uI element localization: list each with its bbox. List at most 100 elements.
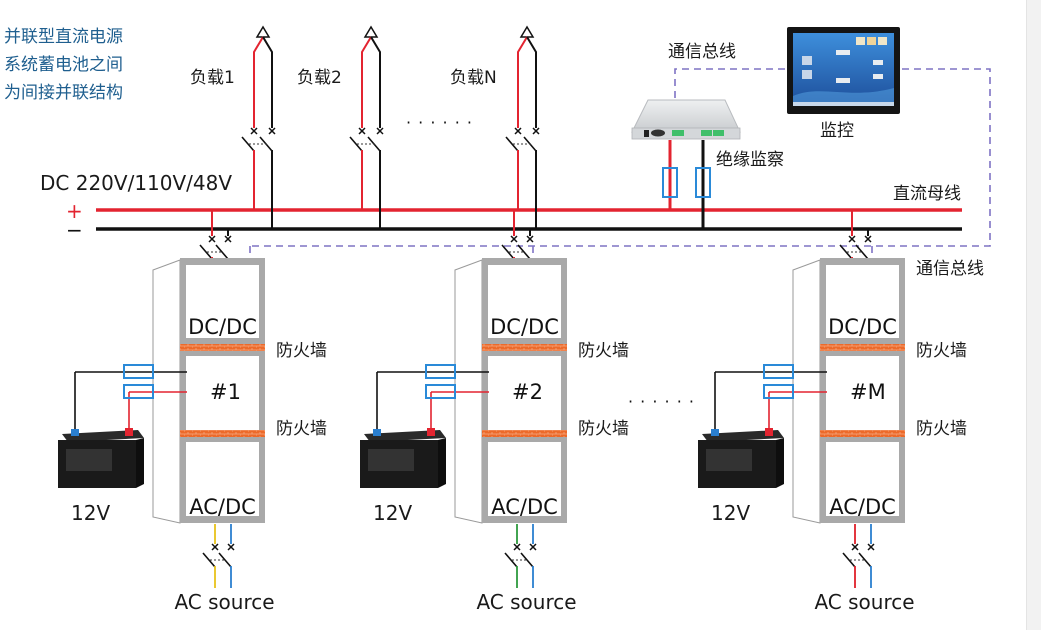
battery-label-plate [66, 449, 112, 471]
load-ellipsis: · · · · · · [406, 113, 473, 132]
battery-positive-terminal [427, 428, 435, 436]
firewall-icon [180, 344, 265, 351]
ac-source-label: AC source [476, 590, 576, 614]
breaker-switch-icon [349, 127, 384, 152]
breaker-switch-icon [202, 543, 235, 568]
ac-source-label: AC source [814, 590, 914, 614]
breaker-blade [520, 552, 534, 568]
load-branch [241, 25, 276, 229]
breaker-switch-icon [504, 543, 537, 568]
battery-top [364, 430, 446, 442]
insulation-monitor-device [631, 99, 741, 140]
load-terminal-icon [519, 25, 535, 38]
acdc-module [488, 442, 561, 516]
load-positive-wire [361, 36, 372, 128]
acdc-label: AC/DC [189, 495, 256, 519]
breaker-x-mark [514, 127, 522, 135]
battery-positive-terminal [125, 428, 133, 436]
breaker-switch-icon [501, 235, 534, 260]
insulation-monitor-label: 绝缘监察 [716, 150, 784, 170]
breaker-blade [501, 244, 515, 260]
fuse-icon [763, 364, 794, 379]
fuse-icon [425, 384, 456, 399]
dcdc-label: DC/DC [490, 315, 559, 339]
acdc-module [186, 442, 259, 516]
battery-icon [58, 428, 144, 488]
battery-voltage-label: 12V [711, 501, 750, 525]
battery-top [62, 430, 144, 442]
unit-id-label: #1 [210, 380, 241, 404]
battery-negative-terminal [711, 429, 719, 436]
breaker-switch-icon [241, 127, 276, 152]
positive-symbol: + [66, 199, 83, 223]
breaker-switch-icon [842, 543, 875, 568]
breaker-blade [517, 244, 531, 260]
battery-side [136, 438, 144, 488]
fuse-icon [763, 384, 794, 399]
battery-side [438, 438, 446, 488]
title-line-1: 并联型直流电源 [4, 27, 123, 47]
monitor-screen [787, 27, 900, 114]
unit-id-label: #M [850, 380, 886, 404]
load-negative-wire [370, 36, 381, 128]
dc-bus-label: 直流母线 [893, 184, 961, 204]
acdc-label: AC/DC [491, 495, 558, 519]
fuse-icon [425, 364, 456, 379]
breaker-x-mark [529, 543, 537, 551]
diagram-title: 并联型直流电源 系统蓄电池之间 为间接并联结构 [4, 27, 123, 103]
battery-voltage-label: 12V [71, 501, 110, 525]
load-label-1: 负载1 [190, 68, 235, 88]
load-terminal-icon [255, 25, 271, 38]
firewall-label: 防火墙 [578, 419, 629, 439]
firewall-label: 防火墙 [276, 419, 327, 439]
ac-source-label: AC source [174, 590, 274, 614]
battery-label-plate [706, 449, 752, 471]
breaker-x-mark [250, 127, 258, 135]
battery-positive-terminal [765, 428, 773, 436]
load-branch [349, 25, 384, 229]
battery-icon [698, 428, 784, 488]
loads [241, 25, 540, 229]
fuse-icon [123, 384, 154, 399]
battery-icon [360, 428, 446, 488]
breaker-x-mark [532, 127, 540, 135]
battery-side [776, 438, 784, 488]
breaker-x-mark [864, 235, 872, 243]
load-label-n: 负载N [450, 68, 497, 88]
dcdc-module [488, 265, 561, 338]
bus-voltage-label: DC 220V/110V/48V [40, 171, 232, 195]
negative-symbol: − [66, 218, 83, 242]
firewall-icon [820, 344, 905, 351]
dcdc-module [186, 265, 259, 338]
load-terminal-icon [363, 25, 379, 38]
fuse-icon [123, 364, 154, 379]
breaker-blade [202, 552, 216, 568]
battery-voltage-label: 12V [373, 501, 412, 525]
breaker-blade [839, 244, 853, 260]
breaker-blade [241, 136, 255, 152]
battery-label-plate [368, 449, 414, 471]
breaker-blade [842, 552, 856, 568]
unit-id-label: #2 [512, 380, 543, 404]
breaker-x-mark [526, 235, 534, 243]
breaker-blade [215, 244, 229, 260]
battery-top [702, 430, 784, 442]
breaker-x-mark [224, 235, 232, 243]
breaker-switch-icon [505, 127, 540, 152]
dcdc-module [826, 265, 899, 338]
title-line-3: 为间接并联结构 [4, 83, 123, 103]
breaker-switch-icon [839, 235, 872, 260]
comm-bus-label-top: 通信总线 [668, 42, 736, 62]
breaker-blade [349, 136, 363, 152]
load-negative-wire [262, 36, 273, 128]
firewall-label: 防火墙 [916, 341, 967, 361]
load-label-2: 负载2 [297, 68, 342, 88]
breaker-blade [858, 552, 872, 568]
breaker-blade [199, 244, 213, 260]
monitor-label: 监控 [820, 121, 854, 141]
firewall-label: 防火墙 [916, 419, 967, 439]
